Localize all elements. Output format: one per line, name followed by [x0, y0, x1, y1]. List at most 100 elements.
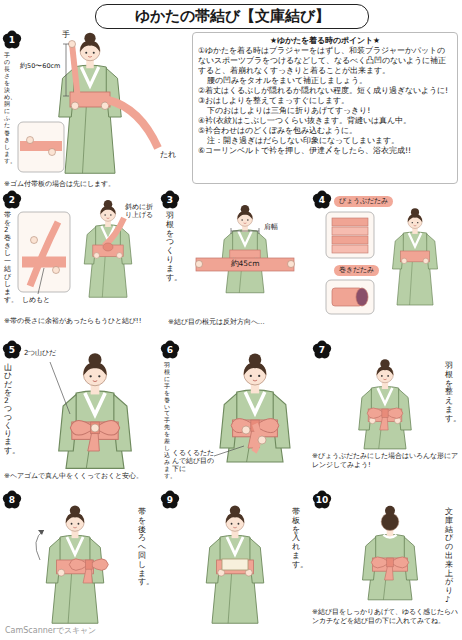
collar	[85, 393, 105, 415]
hand	[196, 261, 203, 268]
eye	[93, 52, 95, 54]
step-badge: 5	[2, 340, 22, 360]
points-item: ①ゆかたを着る時はブラジャーをはずし、和装ブラジャーかパットのないスポーツブラを…	[198, 46, 452, 76]
note: ※ゴム付帯板の場合は先にします。	[4, 180, 186, 189]
leader-line	[38, 268, 44, 294]
leader-line	[50, 362, 70, 414]
eye	[412, 222, 413, 223]
step-badge: 8	[2, 490, 22, 510]
eye	[381, 375, 383, 377]
dimension-line	[63, 44, 69, 96]
part-label: くるくるたたんで結び目の下に	[172, 449, 214, 473]
step-number: 9	[160, 490, 180, 510]
note: ※ヘアゴムで真ん中をくくっておくと安心。	[4, 472, 162, 481]
step-number: 7	[312, 340, 332, 360]
pleat	[332, 245, 368, 253]
eye	[98, 375, 100, 377]
hand	[423, 258, 428, 263]
hair-bun	[88, 353, 101, 366]
points-item: ③おはしよりを整えてまっすぐにします。	[198, 96, 452, 106]
hair-bun	[70, 505, 80, 515]
turn-arrow	[36, 530, 44, 560]
eye	[247, 219, 249, 221]
eye	[231, 523, 233, 525]
eye	[89, 375, 91, 377]
points-item: ⑤衿合わせはのどくぼみを包み込むように。	[198, 126, 452, 136]
woman-figure	[363, 506, 418, 600]
collar	[378, 388, 393, 404]
mouth	[253, 380, 257, 382]
obi-te	[72, 44, 78, 100]
step-number: 10	[312, 490, 332, 510]
collar	[409, 233, 422, 247]
step-badge: 10	[312, 490, 332, 510]
step-instruction: 文庫結びの出来上がり♪	[445, 508, 453, 605]
obi-tare	[108, 100, 158, 148]
part-label: 手	[62, 30, 74, 40]
obi-fold	[104, 218, 124, 246]
step-instruction: 山ひだを2つつくります。	[4, 364, 12, 455]
step-number: 4	[312, 190, 332, 210]
eye	[104, 214, 106, 216]
collar	[67, 537, 83, 554]
obi-ita	[222, 559, 248, 570]
step-badge: 7	[312, 340, 332, 360]
detail-inset	[18, 122, 64, 172]
step-badge: 3	[160, 190, 180, 210]
collar	[245, 392, 265, 413]
dimension-label: 約45cm	[222, 259, 268, 268]
step-instruction: 羽根を整えます。	[445, 362, 453, 424]
eye	[258, 375, 260, 377]
part-label: たれ	[160, 150, 184, 160]
hair-bun	[104, 200, 113, 209]
step-badge: 1	[2, 30, 22, 50]
hand	[242, 426, 250, 434]
part-label: 斜めに折り上げる	[125, 203, 159, 219]
eye	[387, 375, 389, 377]
hand	[58, 569, 65, 576]
mouth	[73, 527, 76, 529]
hand	[53, 267, 60, 274]
hair-bun	[241, 205, 250, 214]
pleat	[332, 236, 368, 244]
kimono-line	[410, 262, 413, 305]
hair-bun	[230, 505, 240, 515]
step-instruction: 帯を後ろへ回します。	[138, 508, 146, 587]
hair-bun	[84, 33, 95, 44]
dimension-label: 肩幅	[264, 223, 288, 232]
step-number: 1	[2, 30, 22, 50]
obi-roll-end	[356, 288, 368, 306]
woman-figure	[393, 208, 438, 305]
collar	[238, 231, 251, 245]
bow-knot	[382, 409, 388, 417]
note: ※結び目の根元は反対方向へ…	[168, 318, 310, 327]
obi-te	[254, 424, 258, 452]
mouth	[107, 217, 110, 219]
step-badge: 9	[160, 490, 180, 510]
eye	[238, 523, 240, 525]
obi-knot	[103, 243, 113, 251]
step-number: 6	[160, 340, 180, 360]
eye	[110, 214, 112, 216]
woman-figure	[206, 505, 264, 623]
dimension-line	[231, 228, 259, 234]
points-item: 注：開き過ぎはだらしない印象になってしまいます。	[198, 136, 452, 146]
obi-band	[20, 141, 62, 151]
hair-bun	[249, 354, 262, 367]
arrow-head	[38, 530, 44, 535]
eye	[417, 222, 418, 223]
kimono-line	[83, 107, 87, 173]
step-number: 8	[2, 490, 22, 510]
kimono-line	[102, 256, 105, 297]
woman-figure	[359, 359, 412, 449]
hand	[71, 102, 79, 110]
hand	[27, 137, 34, 144]
note: ※結び目をしっかりあげて、ゆるく感じたらハンカチなどを結び目の下に入れてみてね。	[312, 608, 458, 626]
eye	[85, 52, 87, 54]
part-label: しめもと	[22, 296, 62, 304]
step-number: 3	[160, 190, 180, 210]
bow-knot	[387, 558, 394, 567]
hair-bun	[411, 208, 419, 216]
points-item: ②着丈はくるぶしが隠れるか隠れない程度。短く成り過ぎないように!	[198, 86, 452, 96]
leader-line	[214, 446, 244, 456]
